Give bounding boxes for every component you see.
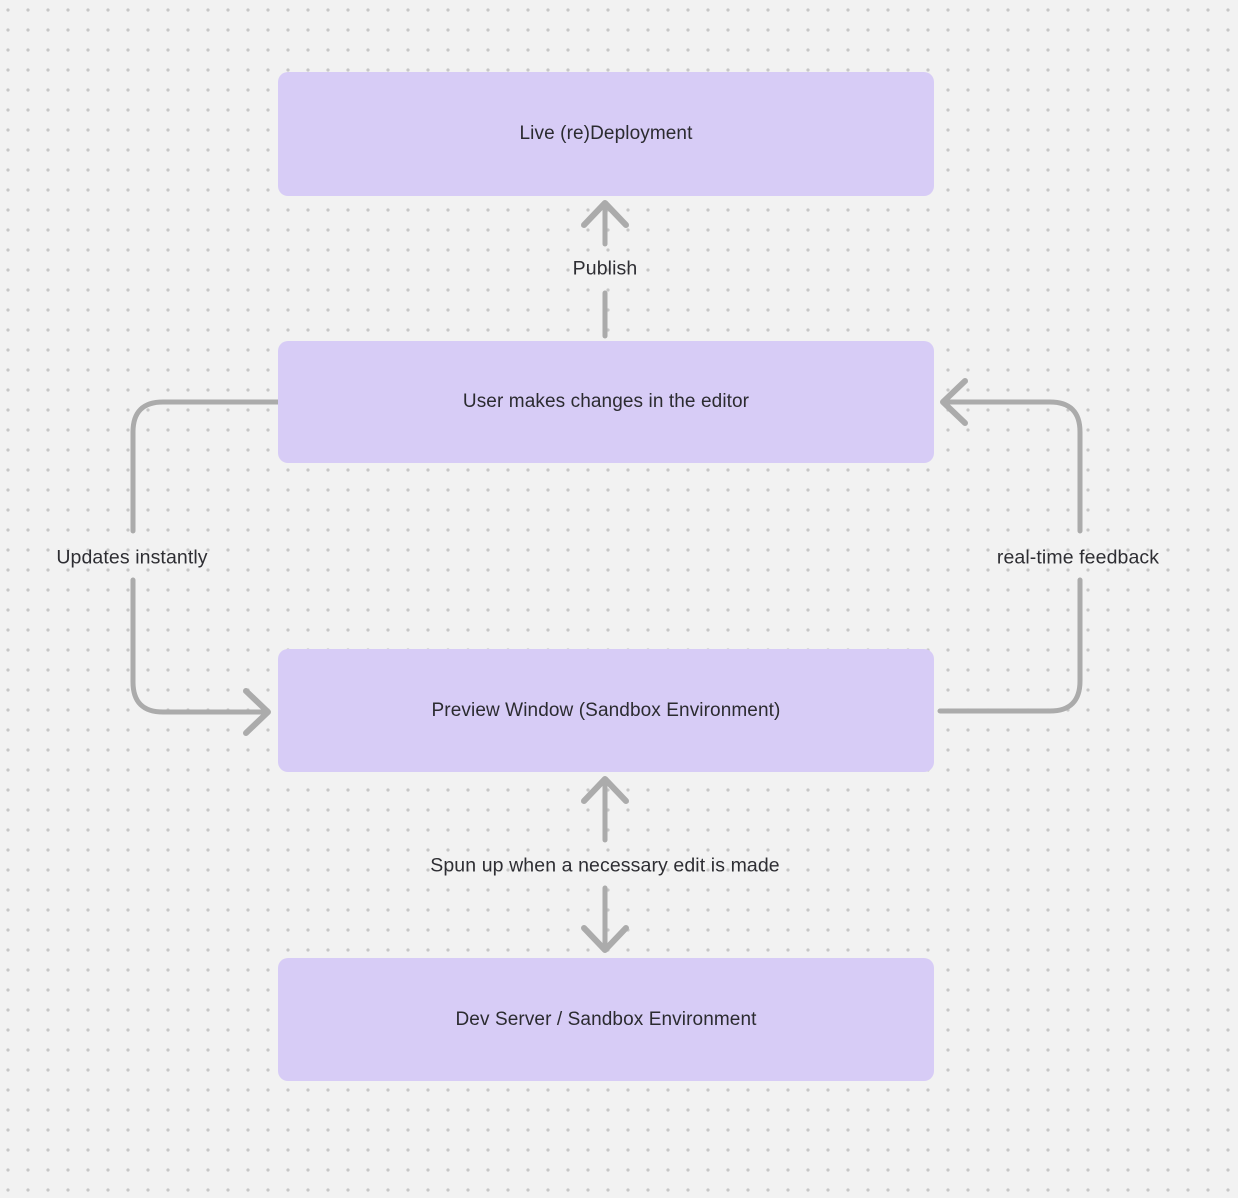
edge-label-publish: Publish [572, 257, 638, 280]
updates-arrowhead-right-icon [243, 688, 271, 736]
updates-loop-lower [130, 577, 267, 715]
node-user-editor: User makes changes in the editor [278, 341, 934, 463]
feedback-loop-upper [946, 399, 1083, 534]
node-preview-window-label: Preview Window (Sandbox Environment) [431, 699, 781, 721]
updates-loop-upper [130, 399, 281, 534]
node-dev-server: Dev Server / Sandbox Environment [278, 958, 934, 1081]
spunup-arrowhead-up-icon [581, 776, 629, 804]
feedback-arrowhead-left-icon [940, 378, 968, 426]
spunup-arrowhead-down-icon [581, 925, 629, 953]
edge-label-spun-up: Spun up when a necessary edit is made [430, 854, 780, 877]
publish-arrowhead-up-icon [581, 200, 629, 228]
node-preview-window: Preview Window (Sandbox Environment) [278, 649, 934, 772]
node-user-editor-label: User makes changes in the editor [462, 391, 750, 412]
feedback-loop-lower [937, 577, 1083, 714]
node-live-redeployment: Live (re)Deployment [278, 72, 934, 196]
edge-label-real-time-feedback: real-time feedback [996, 546, 1160, 569]
node-live-redeployment-label: Live (re)Deployment [519, 123, 693, 144]
edge-label-updates-instantly: Updates instantly [56, 546, 208, 569]
node-dev-server-label: Dev Server / Sandbox Environment [455, 1008, 757, 1030]
